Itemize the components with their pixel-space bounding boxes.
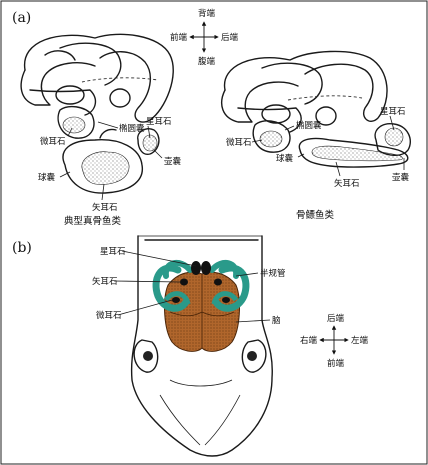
left-label-lapillus: 微耳石 (40, 136, 66, 147)
right-label-sagitta: 矢耳石 (334, 178, 360, 189)
leader-b-lapillus (117, 299, 173, 316)
compass-b-posterior: 后端 (327, 313, 345, 324)
compass-ventral: 腹端 (198, 56, 216, 67)
left-inner-ear-drawing (20, 33, 174, 194)
b-label-sagitta: 矢耳石 (92, 276, 118, 287)
leader-right-lapillus (251, 139, 263, 143)
right-label-lagena: 壶囊 (392, 172, 410, 183)
panel-a-label: (a) (12, 10, 31, 26)
right-fish-caption: 骨鳔鱼类 (296, 209, 335, 221)
b-label-canals: 半规管 (260, 268, 286, 279)
compass-dorsal: 背端 (198, 8, 216, 19)
b-label-lapillus: 微耳石 (96, 310, 122, 321)
fish-head-drawing (130, 235, 273, 457)
compass-b-right: 右端 (300, 335, 318, 346)
leader-left-lapillus (67, 127, 73, 137)
panel-b-compass: 后端 前端 右端 左端 (300, 313, 369, 369)
leader-b-asteriscus (121, 250, 197, 267)
leader-left-utricle (97, 121, 119, 129)
right-inner-ear-drawing (221, 50, 412, 168)
panel-b-label: (b) (12, 240, 32, 256)
leader-left-sagitta (101, 183, 105, 201)
compass-anterior: 前端 (170, 32, 188, 43)
leader-left-asteriscus (147, 125, 151, 139)
b-label-asteriscus: 星耳石 (100, 247, 126, 257)
right-label-asteriscus: 星耳石 (380, 107, 406, 117)
brain-drawing (164, 271, 240, 352)
left-label-asteriscus: 星耳石 (146, 117, 172, 127)
leader-right-saccule (297, 153, 305, 158)
leader-left-lagena (153, 149, 163, 159)
leader-b-brain (235, 319, 271, 323)
left-fish-caption: 典型真骨鱼类 (64, 215, 122, 227)
leader-b-sagitta (113, 280, 181, 283)
compass-b-left: 左端 (351, 335, 369, 346)
panel-a-compass: 背端 腹端 前端 后端 (170, 8, 239, 67)
leader-right-sagitta (335, 161, 341, 177)
leader-b-canals (235, 272, 259, 277)
leader-left-saccule (59, 171, 71, 178)
left-label-lagena: 壶囊 (164, 156, 182, 167)
semicircular-canals-drawing (152, 259, 250, 312)
right-label-saccule: 球囊 (276, 153, 294, 164)
leader-right-utricle (284, 125, 295, 131)
b-label-brain: 脑 (272, 315, 281, 326)
compass-posterior: 后端 (221, 32, 239, 43)
leader-right-asteriscus (389, 115, 395, 131)
left-label-utricle: 椭圆囊 (119, 123, 145, 134)
right-label-lapillus: 微耳石 (226, 137, 252, 148)
left-label-sagitta: 矢耳石 (92, 202, 118, 213)
right-label-utricle: 椭圆囊 (296, 120, 322, 131)
left-label-saccule: 球囊 (38, 172, 56, 183)
compass-b-anterior: 前端 (327, 358, 345, 369)
